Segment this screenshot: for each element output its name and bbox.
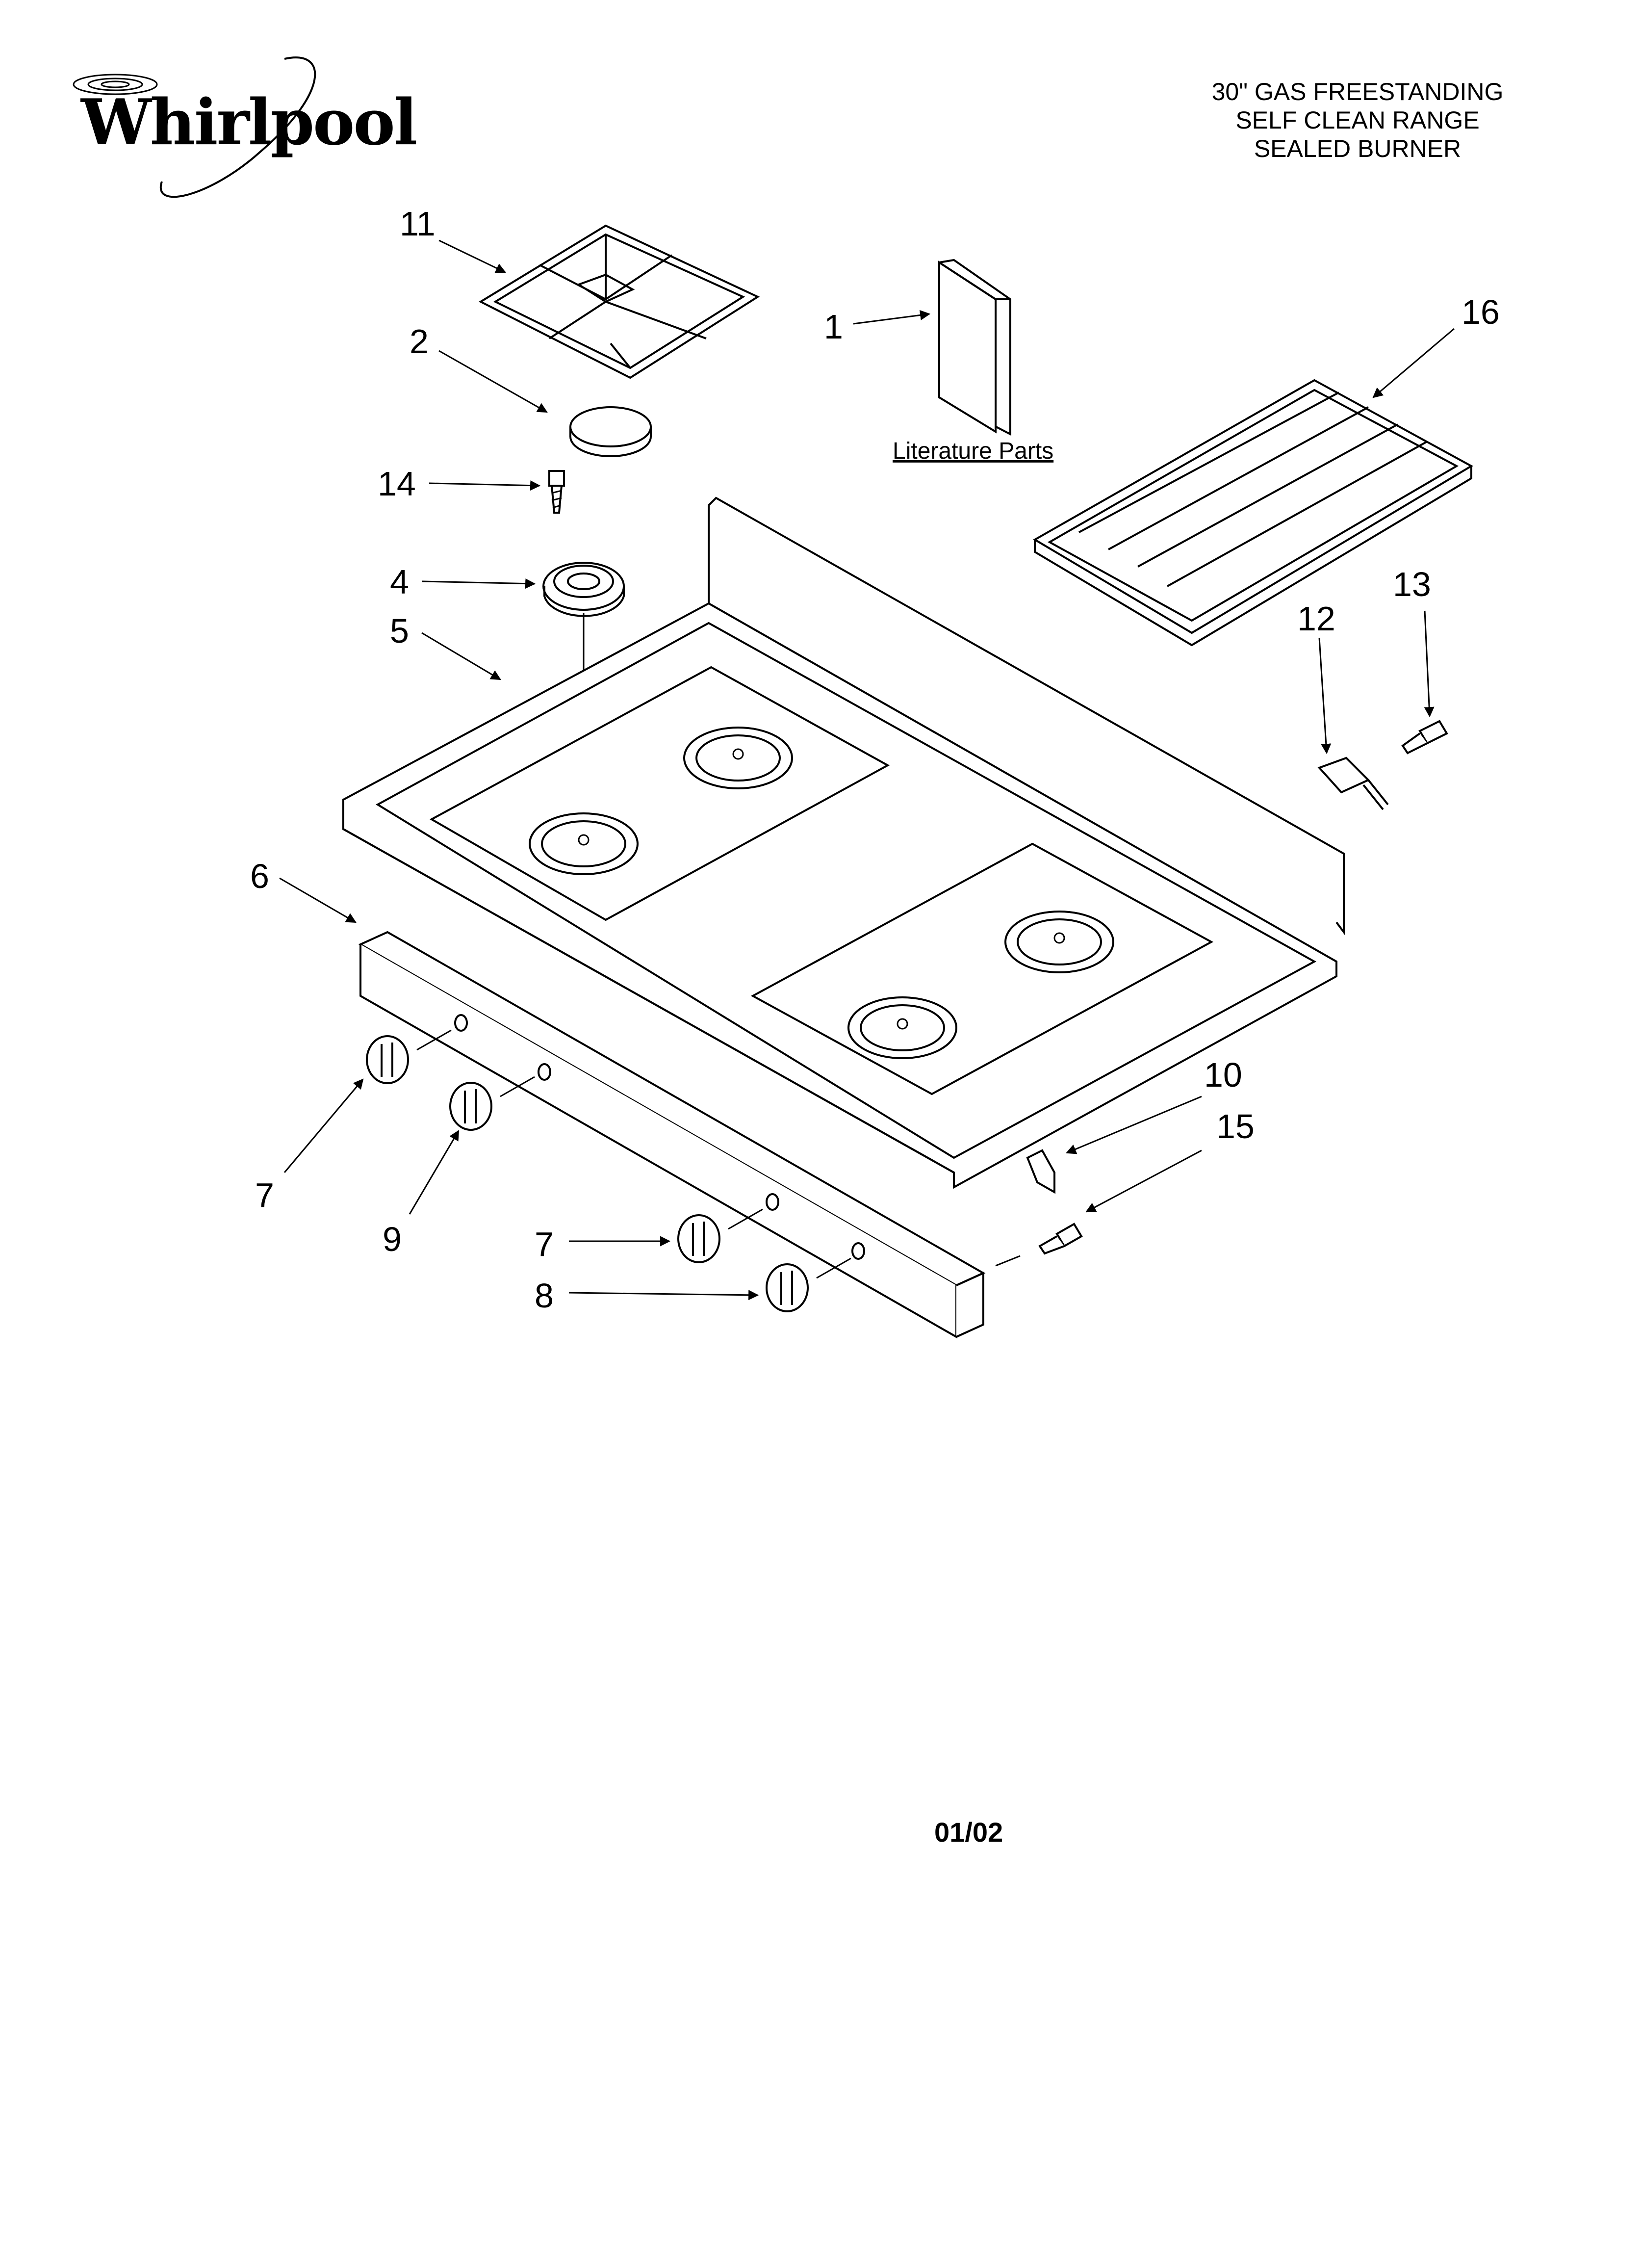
burner-grate-part-11 (478, 224, 760, 379)
title-line-3: SEALED BURNER (1254, 135, 1462, 162)
callout-12: 12 (1297, 600, 1335, 638)
burner-cap-part-2 (569, 406, 652, 457)
title-line-1: 30" GAS FREESTANDING (1211, 78, 1504, 105)
logo-loop-icon (159, 56, 316, 198)
burner-opening-right-rear (1004, 911, 1114, 973)
knob-part-7-left (366, 1029, 452, 1084)
knob-part-9 (449, 1076, 535, 1131)
callout-15: 15 (1216, 1107, 1255, 1146)
callout-2: 2 (410, 322, 429, 361)
burner-opening-left-rear (683, 727, 793, 789)
literature-booklet-part-1 (938, 259, 1011, 436)
callout-16: 16 (1462, 293, 1500, 331)
knob-part-7-right (677, 1208, 763, 1263)
revision-date: 01/02 (934, 1817, 1003, 1848)
callout-1: 1 (824, 308, 843, 346)
callout-8: 8 (535, 1277, 554, 1315)
screw-part-15 (995, 1223, 1083, 1267)
cooktop-part-5 (342, 496, 1345, 1189)
screw-part-13 (1401, 720, 1448, 755)
callout-10: 10 (1204, 1056, 1242, 1094)
screw-part-14 (548, 470, 565, 514)
whirlpool-logo (73, 56, 316, 198)
burner-opening-left-front (529, 812, 639, 875)
callout-7-right: 7 (535, 1225, 554, 1263)
knob-part-8 (766, 1257, 851, 1312)
callout-11: 11 (400, 205, 436, 243)
callout-4: 4 (390, 563, 409, 601)
burner-opening-right-front (847, 996, 957, 1059)
callout-5: 5 (390, 612, 409, 650)
callout-13: 13 (1393, 565, 1431, 603)
diagram-title: 30" GAS FREESTANDING SELF CLEAN RANGE SE… (1137, 78, 1578, 163)
igniter-part-12 (1317, 756, 1389, 810)
callout-14: 14 (378, 465, 416, 503)
title-line-2: SELF CLEAN RANGE (1235, 106, 1480, 134)
center-grate-part-16 (1033, 379, 1474, 647)
callout-7-left: 7 (255, 1176, 274, 1214)
logo-swirl-icon (73, 74, 158, 95)
clip-part-10 (1026, 1149, 1055, 1194)
callout-arrows (279, 239, 1455, 1301)
brand-wordmark: Whirlpool (81, 86, 417, 159)
literature-parts-label: Literature Parts (893, 438, 1053, 464)
control-panel-part-6 (358, 931, 986, 1339)
callout-6: 6 (250, 857, 269, 895)
callout-9: 9 (383, 1220, 402, 1258)
